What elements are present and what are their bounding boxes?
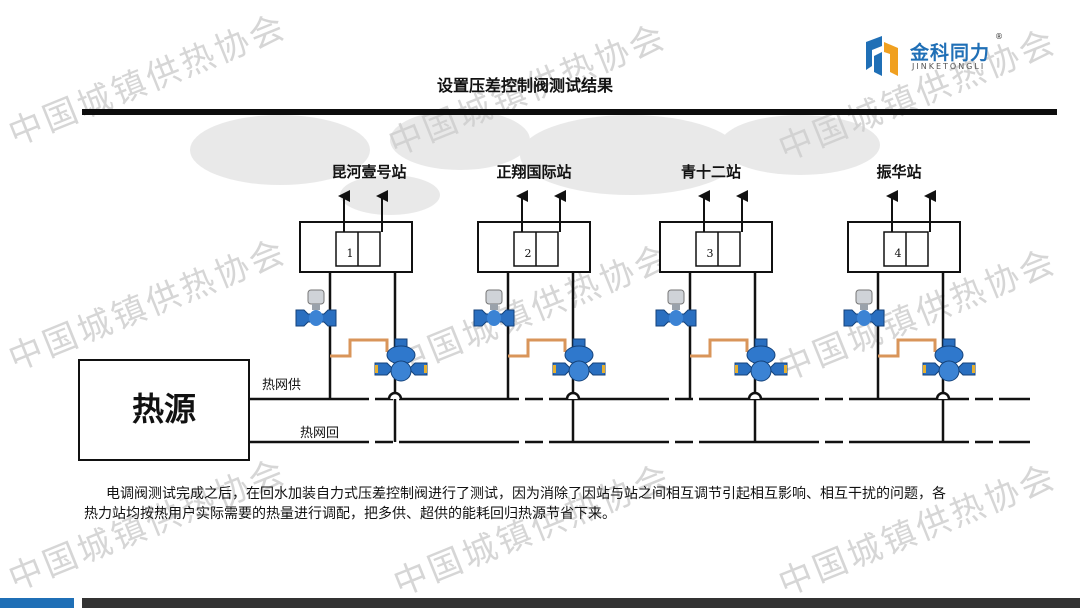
impulse-tube: [330, 338, 389, 358]
logo-name-cn: 金科同力: [910, 42, 991, 64]
pipe-crossover: [935, 391, 951, 400]
description-text: 电调阀测试完成之后，在回水加装自力式压差控制阀进行了测试，因为消除了因站与站之间…: [84, 486, 946, 522]
heating-network-diagram: 热源 热网供 热网回 1 2 3 4: [78, 190, 1030, 461]
station-schematic: 1: [295, 190, 428, 442]
station-number: 1: [347, 247, 354, 260]
impulse-tube: [508, 338, 567, 358]
supply-label: 热网供: [262, 378, 301, 393]
station-schematic: 4: [843, 190, 976, 442]
logo-name-en: JINKETONGLI: [912, 62, 986, 71]
heat-source-box: [78, 359, 250, 461]
logo-registered-mark: ®: [995, 32, 1003, 41]
station-name-3: 青十二站: [680, 163, 741, 181]
title-divider: [82, 109, 1057, 115]
company-logo: 金科同力 JINKETONGLI ®: [862, 32, 1038, 78]
logo-mark-icon: [866, 36, 898, 76]
watermark: 中国城镇供热协会: [772, 456, 1063, 605]
page-title: 设置压差控制阀测试结果: [436, 76, 613, 95]
differential-pressure-valve-icon: [552, 338, 606, 382]
differential-pressure-valve-icon: [734, 338, 788, 382]
footer-accent-bar: [0, 598, 74, 608]
differential-pressure-valve-icon: [374, 338, 428, 382]
pipe-crossover: [387, 391, 403, 400]
pipe-crossover: [565, 391, 581, 400]
footer-bar: [82, 598, 1080, 608]
station-number: 2: [525, 247, 532, 260]
station-schematic: 2: [473, 190, 606, 442]
impulse-tube: [878, 338, 937, 358]
return-label: 热网回: [300, 426, 339, 441]
watermark: 中国城镇供热协会: [387, 456, 678, 605]
station-number: 4: [895, 247, 902, 260]
station-name-2: 正翔国际站: [496, 163, 572, 181]
world-map-background: [190, 110, 880, 215]
station-name-4: 振华站: [876, 163, 922, 181]
station-name-1: 昆河壹号站: [331, 163, 407, 181]
station-schematic: 3: [655, 190, 788, 442]
pipe-crossover: [747, 391, 763, 400]
station-number: 3: [707, 247, 714, 260]
differential-pressure-valve-icon: [922, 338, 976, 382]
impulse-tube: [690, 338, 749, 358]
heat-source-label: 热源: [132, 390, 196, 428]
